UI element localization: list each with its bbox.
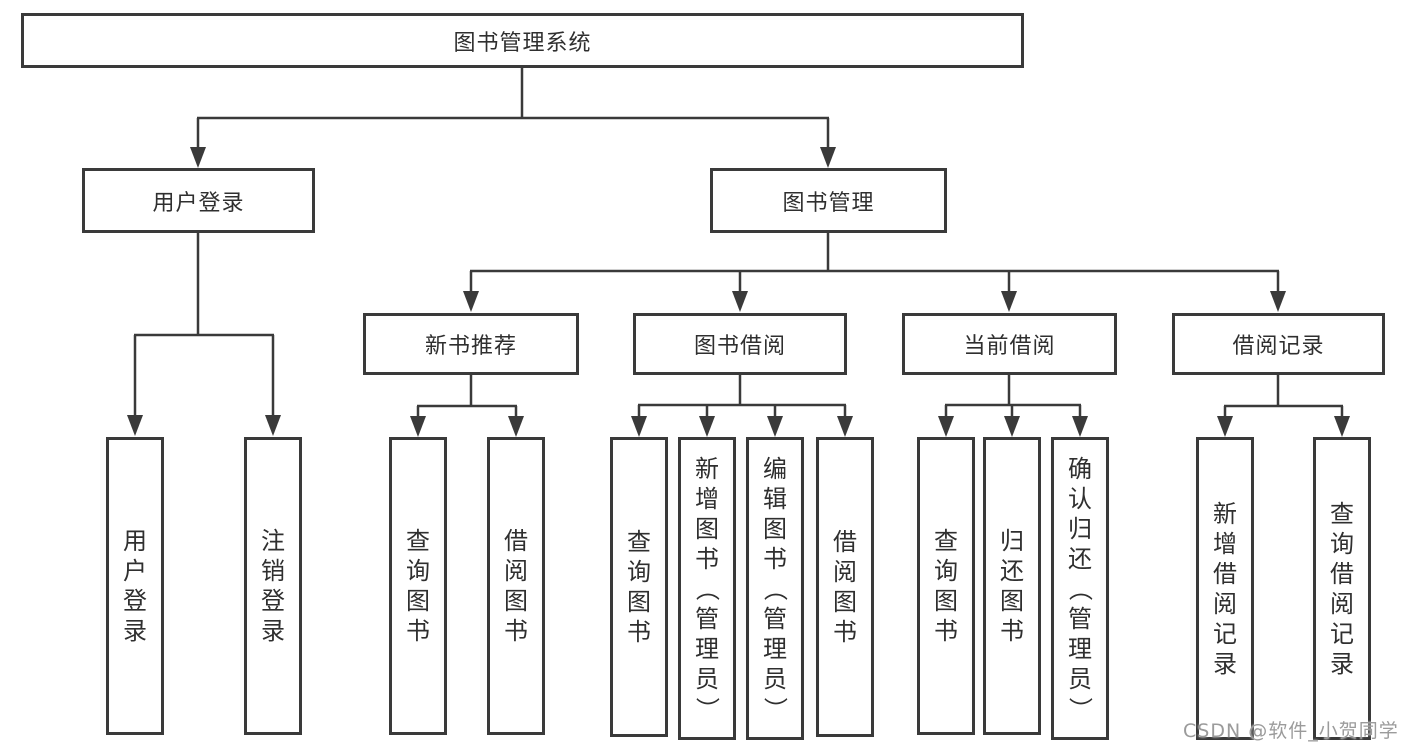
- leaf-query-borrow-record: 查询借阅记录: [1313, 437, 1371, 740]
- csdn-watermark: CSDN @软件_小贺同学: [1183, 720, 1399, 742]
- node-book-borrow: 图书借阅: [633, 313, 847, 375]
- leaf-add-book-admin: 新增图书（管理员）: [678, 437, 736, 740]
- leaf-query-books-current: 查询图书: [917, 437, 975, 735]
- leaf-logout: 注销登录: [244, 437, 302, 735]
- leaf-borrow-books: 借阅图书: [816, 437, 874, 737]
- node-borrow-records: 借阅记录: [1172, 313, 1385, 375]
- node-current-borrow: 当前借阅: [902, 313, 1117, 375]
- leaf-query-books-recommend: 查询图书: [389, 437, 447, 735]
- leaf-edit-book-admin: 编辑图书（管理员）: [746, 437, 804, 740]
- leaf-add-borrow-record: 新增借阅记录: [1196, 437, 1254, 740]
- node-book-management: 图书管理: [710, 168, 947, 233]
- leaf-return-books: 归还图书: [983, 437, 1041, 735]
- leaf-query-books-borrow: 查询图书: [610, 437, 668, 737]
- node-new-book-recommend: 新书推荐: [363, 313, 579, 375]
- node-root: 图书管理系统: [21, 13, 1024, 68]
- leaf-confirm-return-admin: 确认归还（管理员）: [1051, 437, 1109, 740]
- leaf-user-login: 用户登录: [106, 437, 164, 735]
- leaf-borrow-books-recommend: 借阅图书: [487, 437, 545, 735]
- node-user-login-branch: 用户登录: [82, 168, 315, 233]
